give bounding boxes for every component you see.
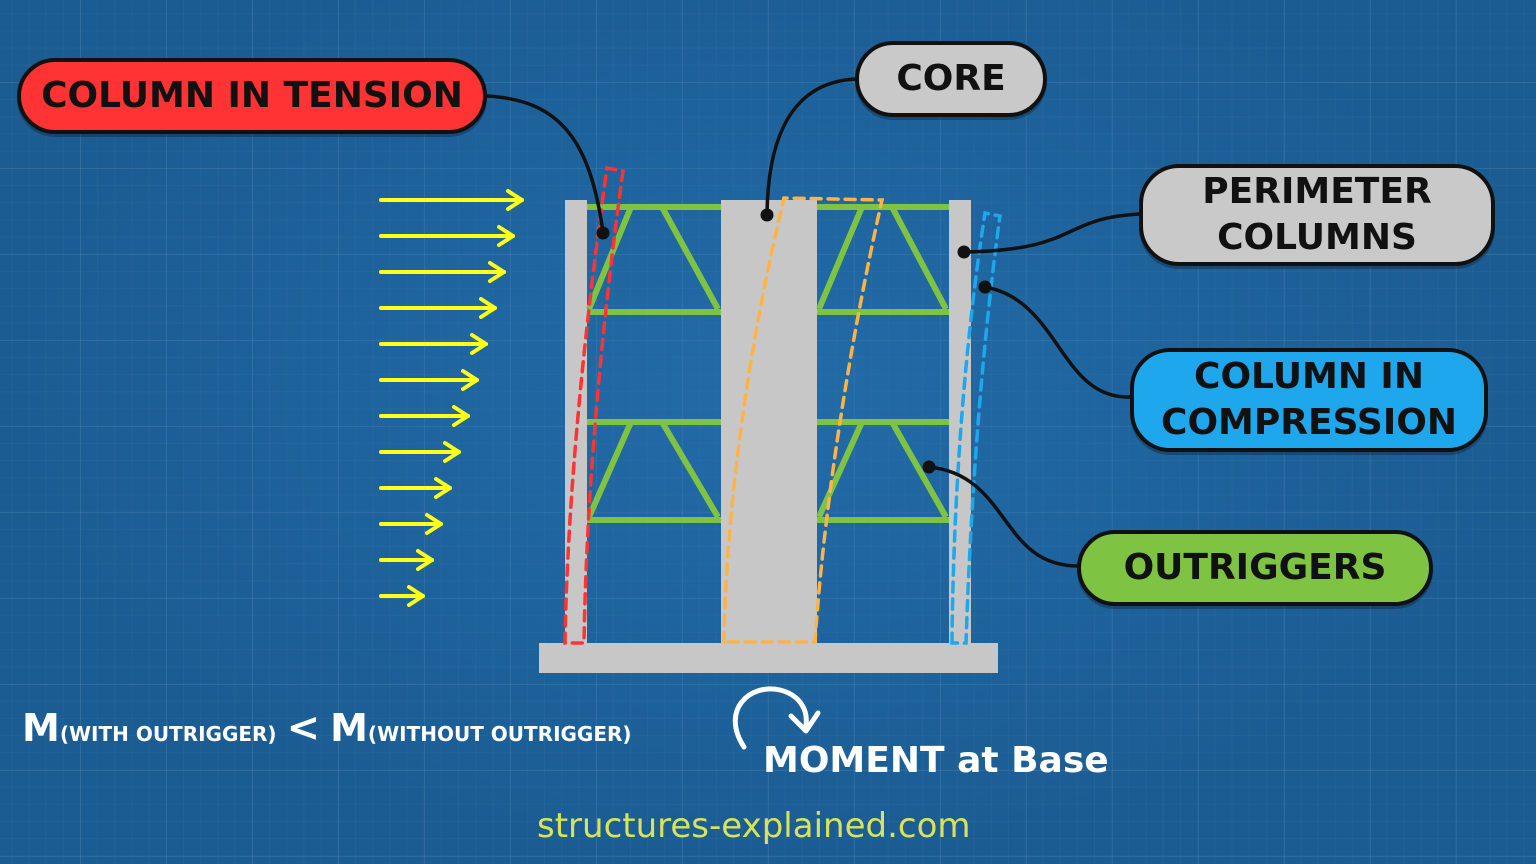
label-column-in-compression: COLUMN IN COMPRESSION — [1130, 348, 1488, 452]
arrow-right-icon — [379, 585, 425, 607]
outrigger-upper-right — [816, 204, 949, 315]
arrow-right-icon — [379, 261, 506, 283]
outrigger-upper-left — [586, 204, 721, 315]
leader-core — [765, 77, 857, 215]
outrigger-lower-left — [586, 419, 721, 523]
arrow-right-icon — [379, 513, 443, 535]
core-wall — [721, 200, 817, 644]
arrow-right-icon — [379, 369, 479, 391]
leader-tension — [486, 94, 605, 233]
label-compression-line2: COMPRESSION — [1161, 402, 1457, 443]
leader-compression — [984, 285, 1132, 399]
outriggers — [586, 204, 949, 523]
website-label: structures-explained.com — [537, 806, 971, 846]
leader-dots — [596, 208, 992, 474]
subscript-with-outrigger: (WITH OUTRIGGER) — [59, 722, 277, 746]
moment-symbol-without: M — [330, 706, 368, 750]
clockwise-arrow-icon — [732, 686, 821, 750]
arrow-right-icon — [379, 297, 497, 319]
leader-outriggers — [928, 465, 1079, 568]
arrow-right-icon — [379, 225, 515, 247]
less-than-symbol: < — [286, 705, 321, 751]
subscript-without-outrigger: (WITHOUT OUTRIGGER) — [367, 722, 632, 746]
foundation-base — [539, 643, 998, 673]
label-perimeter-line1: PERIMETER — [1202, 170, 1432, 212]
label-outriggers: OUTRIGGERS — [1077, 530, 1433, 606]
label-column-in-tension-text: COLUMN IN TENSION — [41, 74, 463, 116]
leader-lines — [486, 77, 1141, 568]
wind-arrows — [379, 189, 524, 607]
arrow-right-icon — [379, 549, 434, 571]
label-outriggers-text: OUTRIGGERS — [1123, 546, 1387, 588]
moment-symbol-with: M — [22, 706, 60, 750]
tension-column-deflection — [563, 165, 625, 645]
leader-perimeter — [964, 212, 1141, 254]
moment-at-base-label: MOMENT at Base — [763, 740, 1109, 781]
arrow-right-icon — [379, 477, 452, 499]
label-compression-line1: COLUMN IN — [1194, 355, 1424, 397]
core-deflection — [722, 196, 885, 644]
arrow-right-icon — [379, 333, 488, 355]
label-perimeter-columns: PERIMETER COLUMNS — [1139, 164, 1495, 266]
label-core-text: CORE — [896, 57, 1006, 99]
deflected-shapes — [563, 165, 1002, 645]
label-perimeter-line2: COLUMNS — [1217, 217, 1417, 258]
compression-column-deflection — [950, 210, 1002, 645]
label-core: CORE — [855, 41, 1047, 117]
arrow-right-icon — [379, 189, 524, 211]
arrow-right-icon — [379, 441, 461, 463]
arrow-right-icon — [379, 405, 470, 427]
moment-equation: M(WITH OUTRIGGER)<M(WITHOUT OUTRIGGER) — [22, 705, 632, 751]
label-column-in-tension: COLUMN IN TENSION — [17, 58, 487, 134]
